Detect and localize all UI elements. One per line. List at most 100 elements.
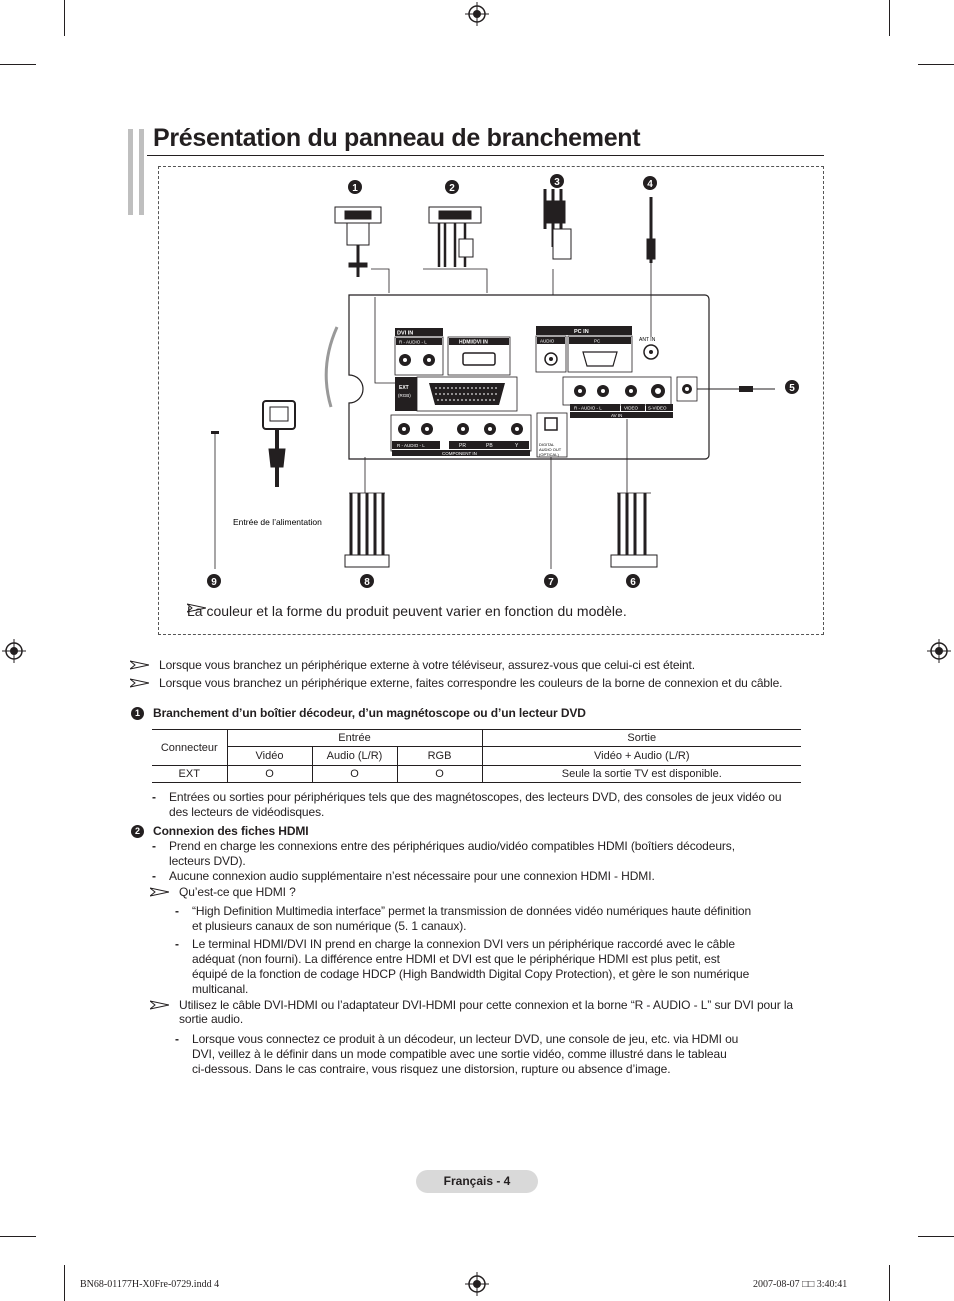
registration-mark-icon: [465, 1272, 489, 1296]
component-in-label: COMPONENT IN: [442, 451, 477, 456]
crop-mark: [64, 0, 65, 36]
optical-label: DIGITAL: [539, 442, 555, 447]
power-cord-icon: [262, 400, 296, 487]
table-col-audio: Audio (L/R): [311, 746, 397, 766]
hdmi-audio-cable-icon: [428, 206, 482, 267]
table-row-label: EXT: [152, 765, 227, 783]
table-header-sortie: Sortie: [481, 729, 801, 747]
text-line: Entrées ou sorties pour périphériques te…: [169, 790, 782, 804]
svg-text:(OPTICAL): (OPTICAL): [539, 452, 559, 457]
diagram-note-text: La couleur et la forme du produit peuven…: [187, 603, 627, 619]
text-line: équipé de la fonction de codage HDCP (Hi…: [192, 967, 750, 981]
text-line: sortie audio.: [179, 1012, 244, 1026]
text-line: Le terminal HDMI/DVI IN prend en charge …: [192, 937, 735, 951]
registration-mark-icon: [927, 639, 951, 663]
component-cable-icon: [344, 493, 390, 568]
note-arrow-icon: [150, 1000, 169, 1010]
table-header-connecteur: Connecteur: [152, 729, 227, 766]
video-label: VIDEO: [624, 406, 639, 411]
ext-label: EXT: [399, 385, 409, 391]
registration-mark-icon: [465, 2, 489, 26]
note-arrow-icon: [130, 660, 149, 670]
text-line: lecteurs DVD).: [169, 854, 246, 868]
pc-cable-icon: [543, 189, 572, 260]
callout-7: 7: [548, 577, 554, 588]
title-divider: [147, 155, 824, 156]
callout-2: 2: [449, 183, 455, 194]
bullet-dash: -: [175, 1032, 179, 1046]
section1-bullet: Entrées ou sorties pour périphériques te…: [169, 790, 782, 820]
note-arrow-icon: [130, 678, 149, 688]
note-text: Qu’est-ce que HDMI ?: [179, 885, 296, 899]
dvi-in-label: DVI IN: [397, 331, 413, 337]
av-audio-label: R - AUDIO - L: [574, 406, 602, 411]
callout-5: 5: [789, 383, 795, 394]
text-line: Lorsque vous connectez ce produit à un d…: [192, 1032, 739, 1046]
pc-label: PC: [594, 339, 601, 344]
text-line: “High Definition Multimedia interface” p…: [192, 904, 752, 918]
crop-mark: [889, 0, 890, 36]
print-slug-date: 2007-08-07 □□ 3:40:41: [753, 1279, 848, 1290]
text-line: adéquat (non fourni). La différence entr…: [192, 952, 720, 966]
page-title: Présentation du panneau de branchement: [153, 124, 641, 152]
table-cell: Seule la sortie TV est disponible.: [481, 765, 801, 783]
table-header-entree: Entrée: [226, 729, 482, 747]
hdmi-label: HDMI/DVI IN: [459, 340, 488, 346]
section-number-icon: 1: [131, 706, 144, 720]
s-video-label: S-VIDEO: [648, 406, 667, 411]
note-arrow-icon: [187, 603, 206, 613]
title-accent-bar: [128, 129, 144, 215]
page-number: Français - 4: [416, 1170, 538, 1193]
y-label: Y: [515, 443, 519, 449]
section2-bullet: Aucune connexion audio supplémentaire n’…: [169, 869, 655, 884]
section-heading: 1 Branchement d’un boîtier décodeur, d’u…: [131, 706, 586, 720]
svg-text:AUDIO OUT: AUDIO OUT: [539, 447, 562, 452]
av-in-label: AV IN: [611, 413, 622, 418]
crop-mark: [64, 1265, 65, 1301]
table-col-rgb: RGB: [396, 746, 482, 766]
hdmi-bullet: Le terminal HDMI/DVI IN prend en charge …: [192, 937, 749, 997]
text-line: Prend en charge les connexions entre des…: [169, 839, 735, 853]
crop-mark: [889, 1265, 890, 1301]
ant-in-label: ANT IN: [639, 337, 656, 343]
tv-panel-curve: [324, 326, 339, 408]
pr-label: PR: [459, 443, 466, 449]
diagram-note: La couleur et la forme du produit peuven…: [187, 603, 627, 619]
hdmi-bullet: Lorsque vous connectez ce produit à un d…: [192, 1032, 738, 1077]
table-cell: O: [311, 765, 397, 783]
text-line: Aucune connexion audio supplémentaire n’…: [169, 869, 655, 883]
bullet-dash: -: [175, 937, 179, 951]
scart-cable-icon: [334, 206, 382, 277]
pc-audio-label: AUDIO: [540, 339, 555, 344]
svg-text:(RGB): (RGB): [398, 393, 411, 398]
table-cell: O: [396, 765, 482, 783]
bullet-dash: -: [175, 904, 179, 918]
registration-mark-icon: [2, 639, 26, 663]
note-text: Lorsque vous branchez un périphérique ex…: [159, 676, 783, 690]
bullet-dash: -: [152, 790, 156, 804]
note-item: Lorsque vous branchez un périphérique ex…: [130, 676, 782, 690]
note-text: Lorsque vous branchez un périphérique ex…: [159, 658, 696, 672]
callout-9: 9: [211, 577, 217, 588]
callout-3: 3: [554, 177, 560, 188]
note-item: Utilisez le câble DVI-HDMI ou l’adaptate…: [150, 998, 793, 1026]
text-line: ci-dessous. Dans le cas contraire, vous …: [192, 1062, 671, 1076]
text-line: multicanal.: [192, 982, 249, 996]
antenna-cable-icon: [646, 197, 656, 263]
crop-mark: [918, 64, 954, 65]
bullet-dash: -: [152, 869, 156, 883]
note-text: Utilisez le câble DVI-HDMI ou l’adaptate…: [179, 998, 793, 1026]
note-item: Qu’est-ce que HDMI ?: [150, 885, 296, 899]
text-line: Utilisez le câble DVI-HDMI ou l’adaptate…: [179, 998, 793, 1012]
section-heading: 2 Connexion des fiches HDMI: [131, 824, 309, 838]
note-item: Lorsque vous branchez un périphérique ex…: [130, 658, 695, 672]
av-cable-icon: [610, 493, 658, 568]
comp-audio-label: R - AUDIO - L: [397, 443, 425, 448]
pb-label: PB: [486, 443, 493, 449]
connection-panel-diagram: DVI IN R - AUDIO - L HDMI/DVI IN PC IN A…: [158, 166, 824, 635]
power-input-label: Entrée de l’alimentation: [233, 517, 322, 527]
section-heading-text: Connexion des fiches HDMI: [153, 824, 309, 838]
text-line: DVI, veillez à le définir dans un mode c…: [192, 1047, 727, 1061]
table-cell: O: [226, 765, 312, 783]
connector-table: Connecteur Entrée Sortie Vidéo Audio (L/…: [152, 729, 801, 783]
